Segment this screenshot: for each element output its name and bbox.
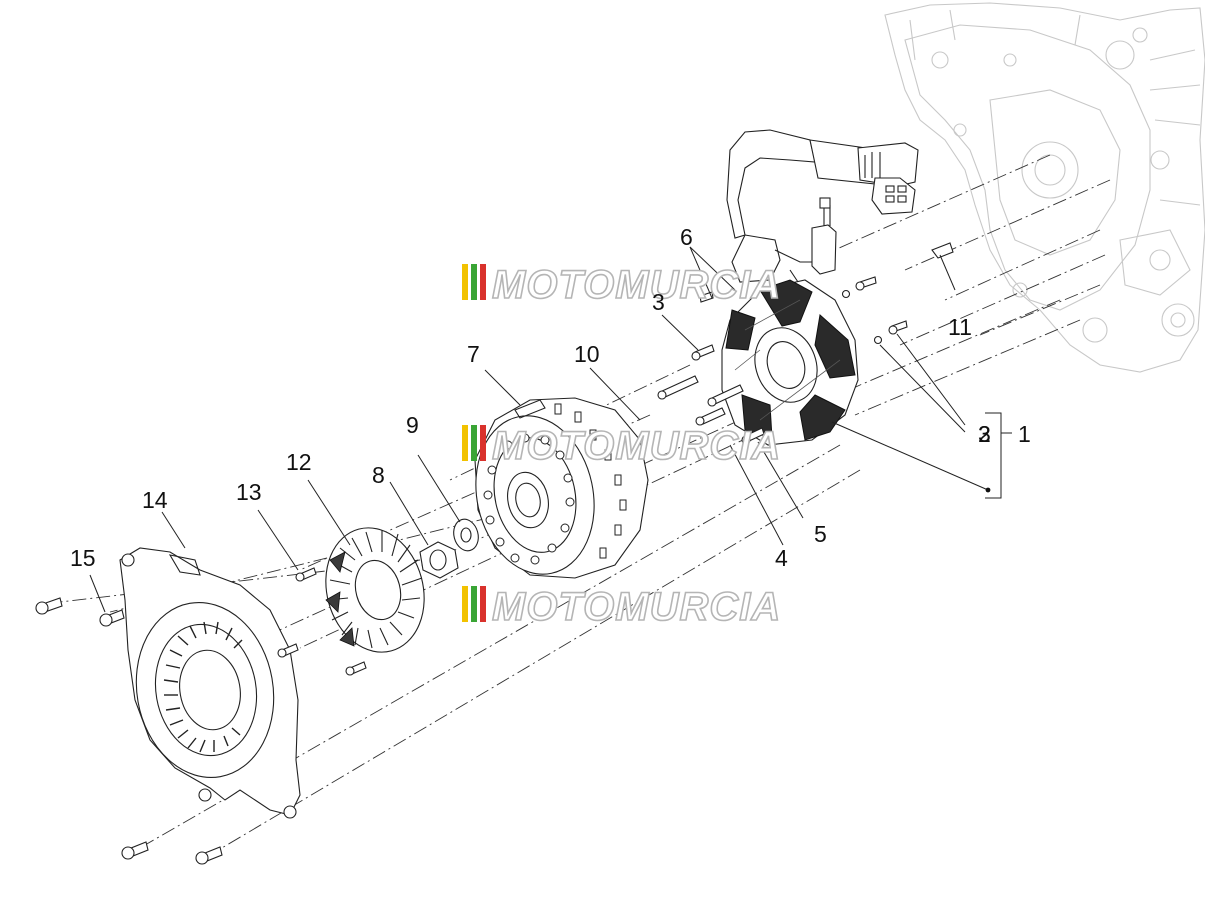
watermark-stripe-1 xyxy=(462,425,468,461)
part-label-9: 9 xyxy=(406,412,419,438)
watermark-2: MOTOMURCIA xyxy=(462,423,781,469)
flywheel-cover xyxy=(119,547,301,819)
leader-lines xyxy=(89,246,1012,613)
part-label-5: 5 xyxy=(814,521,827,547)
part-label-11: 11 xyxy=(948,314,972,340)
part-label-10: 10 xyxy=(574,341,600,367)
part-label-3b: 3 xyxy=(652,289,665,315)
watermark-stripe-2 xyxy=(471,264,477,300)
part-label-2: 2 xyxy=(978,421,991,447)
watermark-stripe-3 xyxy=(480,264,486,300)
watermark-stripe-1 xyxy=(462,264,468,300)
part-label-6: 6 xyxy=(680,224,693,250)
fasteners xyxy=(35,242,954,865)
watermark-1: MOTOMURCIA xyxy=(462,262,781,308)
watermark-3: MOTOMURCIA xyxy=(462,584,781,630)
part-labels: 1 2 3 3 4 5 6 7 8 9 10 11 12 13 14 15 xyxy=(70,224,1031,571)
part-label-7: 7 xyxy=(467,341,480,367)
engine-case xyxy=(884,2,1205,373)
watermark-text: MOTOMURCIA xyxy=(492,263,781,307)
watermark-stripe-3 xyxy=(480,586,486,622)
part-label-12: 12 xyxy=(286,449,312,475)
cooling-fan xyxy=(325,527,425,653)
wiring-harness xyxy=(726,129,919,296)
part-label-13: 13 xyxy=(236,479,262,505)
part-label-15: 15 xyxy=(70,545,96,571)
stator xyxy=(721,279,859,446)
watermark-stripe-2 xyxy=(471,425,477,461)
watermark-stripe-1 xyxy=(462,586,468,622)
watermark-text: MOTOMURCIA xyxy=(492,424,781,468)
part-label-8: 8 xyxy=(372,462,385,488)
watermark-stripe-3 xyxy=(480,425,486,461)
watermark-text: MOTOMURCIA xyxy=(492,585,781,629)
watermark-stripe-2 xyxy=(471,586,477,622)
part-label-1: 1 xyxy=(1018,421,1031,447)
part-label-4: 4 xyxy=(775,545,788,571)
part-label-14: 14 xyxy=(142,487,168,513)
part-label-3: 3 xyxy=(978,421,991,447)
rotor xyxy=(474,397,649,579)
